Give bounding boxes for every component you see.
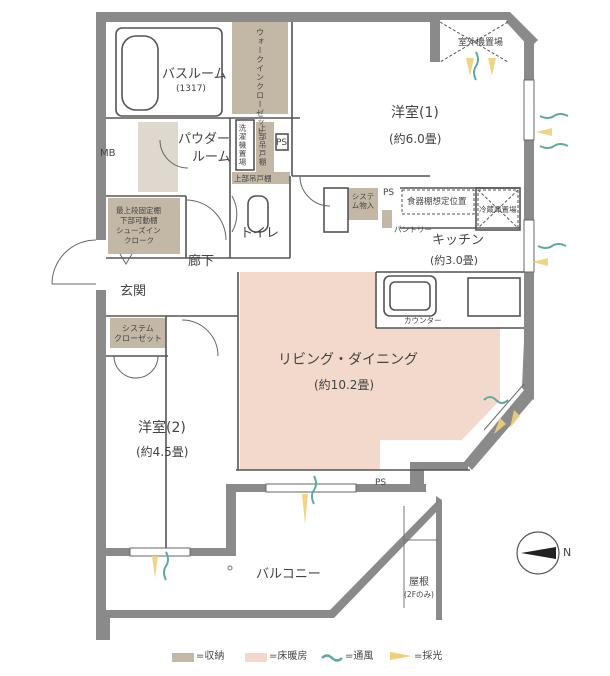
doors xyxy=(51,139,331,379)
powder-label-2: ルーム xyxy=(192,150,231,165)
living-size-label: (約10.2畳) xyxy=(314,378,375,392)
shoe-label-2: 下部可動棚 xyxy=(120,216,158,225)
ps3-label: PS xyxy=(375,478,387,488)
roof-label: 屋根 xyxy=(409,577,429,588)
ps2-label: PS xyxy=(383,188,395,198)
hall-label: 廊下 xyxy=(188,254,215,269)
walkin-closet-label: ウォークインクローゼット xyxy=(255,28,265,136)
system-closet-label-1: システム xyxy=(122,324,154,333)
walkin-closet xyxy=(232,22,288,114)
daylight-marks xyxy=(152,58,552,578)
upper-cabinet-label: 上部吊戸棚 xyxy=(234,174,272,183)
western2-size-label: (約4.5畳) xyxy=(136,445,189,459)
ps1-label: PS xyxy=(276,138,288,148)
legend-heating-swatch xyxy=(245,653,267,662)
pantry-shelf xyxy=(382,210,392,228)
shoe-label-4: クローク xyxy=(124,236,154,245)
system-storage-label: システム物入 xyxy=(351,192,375,210)
legend-storage-swatch xyxy=(172,653,194,662)
bath-label: バスルーム xyxy=(162,67,227,82)
dashed-zones xyxy=(323,21,519,232)
outdoor-unit-label: 室外機置場 xyxy=(458,38,504,48)
system-closet-label-2: クローゼット xyxy=(114,334,162,343)
shoe-label-1: 最上段固定棚 xyxy=(116,206,161,215)
upper-shelf-powder xyxy=(256,122,274,172)
shoe-label-3: シューズイン xyxy=(116,226,161,235)
legend-ventilation-swatch xyxy=(321,654,343,662)
legend-storage-text: =収納 xyxy=(196,651,225,662)
powder-shelf xyxy=(138,122,178,192)
kitchen-label: キッチン xyxy=(432,233,485,248)
upper-shelf-label: 上部吊戸棚 xyxy=(258,124,267,167)
living-label: リビング・ダイニング xyxy=(278,352,418,368)
roof-note-label: (2Fのみ) xyxy=(404,590,434,599)
dish-label: 食器棚想定位置 xyxy=(407,197,467,207)
toilet-label: トイレ xyxy=(240,226,280,241)
bath-size-label: (1317) xyxy=(176,84,206,94)
washer-label: 洗濯機置場 xyxy=(238,124,247,167)
kitchen-size-label: (約3.0畳) xyxy=(430,254,479,267)
legend-heating-text: =床暖房 xyxy=(269,651,308,662)
upper-cabinet-toilet xyxy=(232,172,290,184)
balcony-outline xyxy=(227,506,438,608)
shoe-closet xyxy=(108,198,180,254)
legend-ventilation-text: =通風 xyxy=(345,651,374,662)
counter-label: カウンター xyxy=(404,316,442,325)
system-storage-kitchen xyxy=(348,188,378,220)
legend-daylight-swatch xyxy=(390,652,412,660)
balcony-label: バルコニー xyxy=(256,567,321,582)
system-closet-2 xyxy=(110,318,166,348)
ventilation-marks xyxy=(163,51,569,581)
pantry-label: パントリー xyxy=(394,225,432,234)
windows xyxy=(129,79,535,557)
mb-label: MB xyxy=(100,148,116,159)
legend-daylight-text: =採光 xyxy=(414,651,443,662)
north-arrow xyxy=(516,531,560,575)
entrance-label: 玄関 xyxy=(120,284,147,299)
north-label: N xyxy=(563,546,572,559)
western1-size-label: (約6.0畳) xyxy=(389,132,442,146)
floor-heating-area xyxy=(240,272,500,470)
western2-label: 洋室(2) xyxy=(138,420,186,436)
powder-label: パウダー xyxy=(178,132,231,147)
walls xyxy=(96,12,538,640)
fridge-label: 冷蔵庫置場 xyxy=(479,205,517,214)
western1-label: 洋室(1) xyxy=(391,105,439,121)
